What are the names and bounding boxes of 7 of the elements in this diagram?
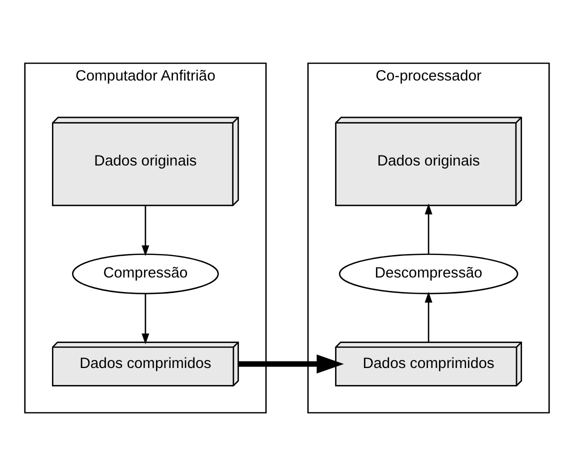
node-ellipse: Compressão [72,253,219,294]
arrow [142,293,150,344]
arrow [238,354,344,373]
arrow [424,203,432,254]
node-ellipse: Descompressão [338,253,518,294]
arrow [424,291,432,342]
arrow [142,205,150,256]
